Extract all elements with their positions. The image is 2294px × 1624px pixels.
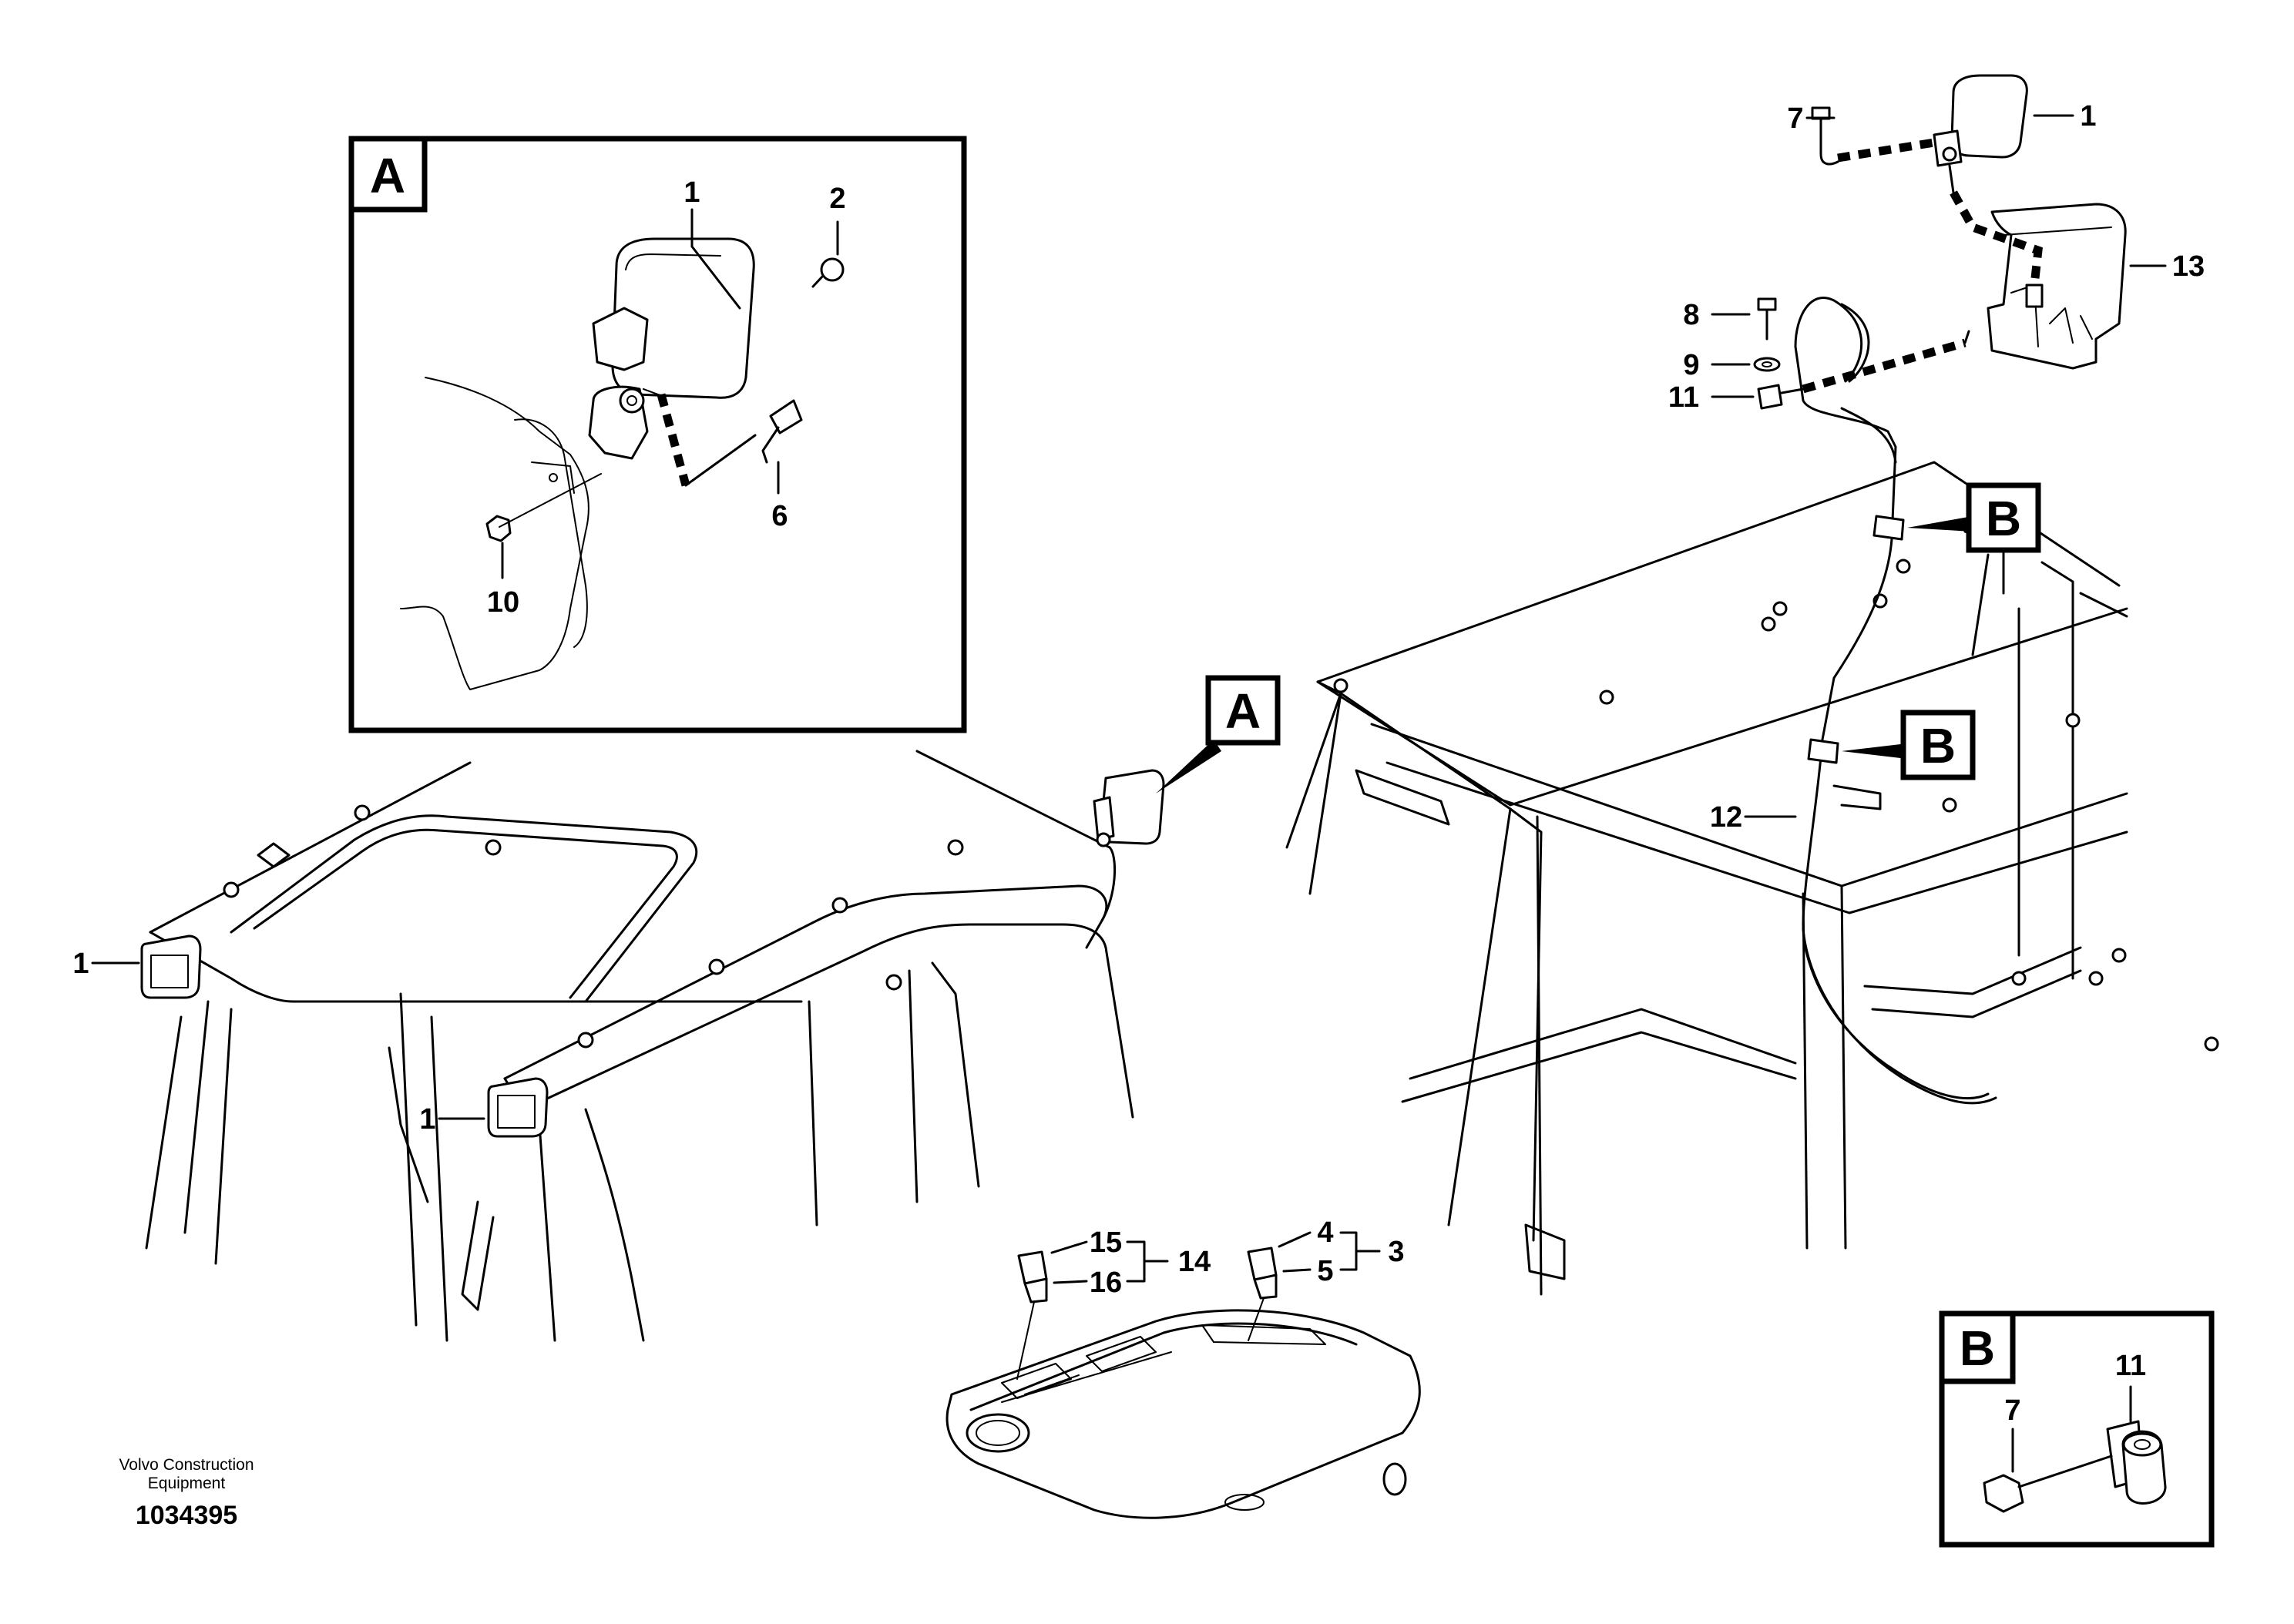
cable-clamp-upper — [1872, 515, 1905, 541]
detail-a-letter: A — [370, 148, 405, 203]
callout-switch-3: 3 — [1388, 1236, 1404, 1268]
callout-a-1: 1 — [683, 176, 700, 209]
roof-frame-illustration — [1285, 461, 2219, 1296]
ref-marker-a-letter: A — [1225, 683, 1261, 739]
callout-bracket-13: 13 — [2172, 250, 2205, 283]
callout-screw-7-top: 7 — [1787, 102, 1803, 135]
pillar-edge — [514, 418, 588, 648]
callout-bolt-8: 8 — [1683, 299, 1699, 331]
detail-b-screw — [1983, 1455, 2113, 1513]
detail-b-label-box — [1939, 1310, 2016, 1384]
callout-a-2: 2 — [829, 183, 845, 215]
callout-b-11: 11 — [2115, 1350, 2146, 1382]
callout-a-10: 10 — [487, 586, 519, 619]
lamp-left — [140, 934, 202, 999]
ref-marker-b-upper — [1966, 482, 2041, 553]
bracket-13 — [1987, 203, 2127, 370]
callout-switch-5: 5 — [1317, 1255, 1333, 1287]
ref-marker-b-upper-letter: B — [1986, 491, 2021, 546]
screw-6 — [761, 399, 803, 464]
cab-pillar-outline — [400, 377, 589, 690]
lamp-mid — [487, 1077, 549, 1138]
cable-12 — [1794, 297, 1990, 1100]
callout-switch-16: 16 — [1090, 1267, 1122, 1299]
lamp-top-right — [1933, 74, 2028, 194]
callout-switch-15: 15 — [1090, 1226, 1122, 1259]
cab-illustration — [145, 750, 1134, 1342]
detail-a-label-box — [348, 136, 428, 213]
callout-lamp-left: 1 — [72, 948, 89, 980]
callout-switch-14: 14 — [1178, 1246, 1211, 1278]
callout-washer-9: 9 — [1683, 349, 1699, 381]
detail-b-letter: B — [1960, 1320, 1995, 1376]
control-console — [945, 1309, 1421, 1519]
frame-bolts — [1333, 559, 2219, 1052]
callout-b-7: 7 — [2004, 1394, 2020, 1427]
callout-clamp-11: 11 — [1668, 381, 1699, 414]
caption-line-2: Equipment — [148, 1475, 226, 1492]
roof-mirror-lamp — [1093, 769, 1165, 847]
callout-switch-4: 4 — [1317, 1216, 1333, 1249]
screw-7-top — [1811, 106, 1839, 166]
detail-a-lamp — [588, 237, 755, 460]
document-number: 1034395 — [136, 1501, 237, 1530]
cable-clamp-lower — [1807, 738, 1839, 764]
callout-a-6: 6 — [771, 500, 788, 532]
caption-line-1: Volvo Construction — [119, 1456, 254, 1474]
callout-lamp-mid: 1 — [419, 1103, 435, 1136]
ref-marker-b-lower — [1900, 710, 1976, 780]
detail-b-inset: B 7 11 — [1939, 1310, 2215, 1548]
switch-left — [1016, 1250, 1048, 1380]
bulb-2 — [811, 257, 845, 288]
clamp-11 — [1757, 384, 1805, 410]
ref-marker-b-lower-letter: B — [1920, 718, 1956, 773]
detail-a-cable — [657, 393, 690, 487]
washer-9 — [1753, 357, 1781, 372]
detail-a-frame — [348, 136, 967, 733]
lamp-bracket-arm — [592, 307, 649, 371]
nut-10 — [485, 473, 602, 542]
callout-lamp-top-right: 1 — [2080, 100, 2096, 133]
switch-right — [1247, 1247, 1278, 1341]
detail-a-inset: A — [348, 136, 967, 733]
roof-bolts — [223, 804, 964, 1049]
ref-marker-a — [1205, 675, 1281, 746]
detail-b-clamp — [2106, 1420, 2167, 1505]
callout-cable-12: 12 — [1710, 801, 1742, 834]
bolt-8 — [1757, 297, 1777, 341]
